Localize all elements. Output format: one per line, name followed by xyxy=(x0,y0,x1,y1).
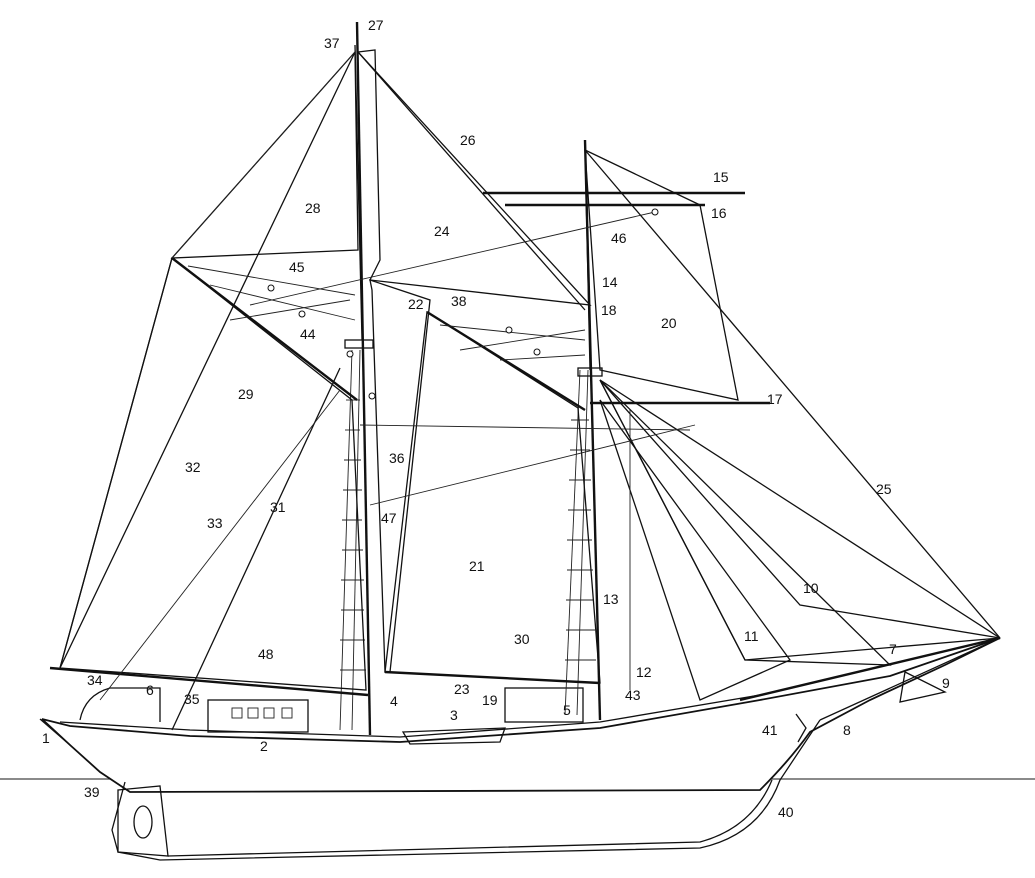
peak-halyards xyxy=(187,208,696,506)
label-43: 43 xyxy=(625,687,641,703)
main-backstay xyxy=(59,51,356,669)
label-11: 11 xyxy=(744,628,759,644)
label-5: 5 xyxy=(563,702,571,718)
label-35: 35 xyxy=(184,691,200,707)
main-runner xyxy=(171,367,341,731)
fore-crosstrees xyxy=(577,367,603,377)
main-crosstrees xyxy=(344,339,374,349)
deckhouse-window xyxy=(281,707,293,719)
main-staysail xyxy=(369,279,431,673)
label-38: 38 xyxy=(451,293,467,309)
label-16: 16 xyxy=(711,205,727,221)
label-17: 17 xyxy=(767,391,783,407)
label-34: 34 xyxy=(87,672,103,688)
main-topmast-stay xyxy=(357,51,586,311)
label-12: 12 xyxy=(636,664,652,680)
label-8: 8 xyxy=(843,722,851,738)
mainmast xyxy=(355,21,372,736)
label-19: 19 xyxy=(482,692,498,708)
label-31: 31 xyxy=(270,499,286,515)
fore-staysail xyxy=(599,399,792,701)
martingale xyxy=(899,671,947,703)
hull xyxy=(41,637,1001,793)
label-10: 10 xyxy=(803,580,819,596)
label-20: 20 xyxy=(661,315,677,331)
label-28: 28 xyxy=(305,200,321,216)
label-25: 25 xyxy=(876,481,892,497)
ships-boat xyxy=(401,727,506,745)
label-30: 30 xyxy=(514,631,530,647)
label-45: 45 xyxy=(289,259,305,275)
deckhouse-window xyxy=(247,707,259,719)
stern-line xyxy=(39,718,71,746)
main-boom xyxy=(49,666,369,697)
fore-topmast-line xyxy=(584,144,591,371)
label-44: 44 xyxy=(300,326,316,342)
label-18: 18 xyxy=(601,302,617,318)
label-36: 36 xyxy=(389,450,405,466)
label-41: 41 xyxy=(762,722,778,738)
label-27: 27 xyxy=(368,17,384,33)
label-3: 3 xyxy=(450,707,458,723)
keel-inner xyxy=(167,779,773,857)
main-shrouds xyxy=(339,349,366,731)
fore-shrouds xyxy=(564,369,596,716)
keel xyxy=(111,719,821,861)
foresail xyxy=(384,310,601,684)
label-32: 32 xyxy=(185,459,201,475)
label-33: 33 xyxy=(207,515,223,531)
bobstay xyxy=(819,637,1001,721)
main-topmast-staysail xyxy=(356,49,592,306)
fore-topmast-stay xyxy=(584,149,1001,639)
mainsail xyxy=(59,256,367,691)
anchor-icon xyxy=(795,713,807,743)
topping-lift xyxy=(59,257,173,669)
jib xyxy=(599,379,1001,661)
main-deckhouse xyxy=(207,699,309,733)
label-23: 23 xyxy=(454,681,470,697)
label-21: 21 xyxy=(469,558,485,574)
label-37: 37 xyxy=(324,35,340,51)
bowsprit xyxy=(739,636,1001,702)
label-24: 24 xyxy=(434,223,450,239)
lazy-jack xyxy=(99,389,341,701)
deckhouse-window xyxy=(231,707,243,719)
label-4: 4 xyxy=(390,693,398,709)
label-39: 39 xyxy=(84,784,100,800)
label-7: 7 xyxy=(889,641,897,657)
label-1: 1 xyxy=(42,730,50,746)
label-46: 46 xyxy=(611,230,627,246)
label-48: 48 xyxy=(258,646,274,662)
jumbo-stay xyxy=(599,379,1001,639)
backstay xyxy=(171,51,356,259)
label-2: 2 xyxy=(260,738,268,754)
label-29: 29 xyxy=(238,386,254,402)
label-13: 13 xyxy=(603,591,619,607)
label-15: 15 xyxy=(713,169,729,185)
label-22: 22 xyxy=(408,296,424,312)
part-labels: 1 2 3 4 5 6 7 8 9 10 11 12 13 14 15 16 1… xyxy=(42,17,950,820)
label-47: 47 xyxy=(381,510,397,526)
deckhouse-window xyxy=(263,707,275,719)
label-6: 6 xyxy=(146,682,154,698)
propeller-icon xyxy=(133,805,153,839)
fore-deckhouse xyxy=(504,687,584,723)
label-40: 40 xyxy=(778,804,794,820)
label-26: 26 xyxy=(460,132,476,148)
aft-deckhouse xyxy=(79,687,161,722)
flying-jib xyxy=(599,379,892,666)
rudder xyxy=(117,785,169,857)
fore-gaff-topsail xyxy=(584,148,739,401)
label-9: 9 xyxy=(942,675,950,691)
label-14: 14 xyxy=(602,274,618,290)
